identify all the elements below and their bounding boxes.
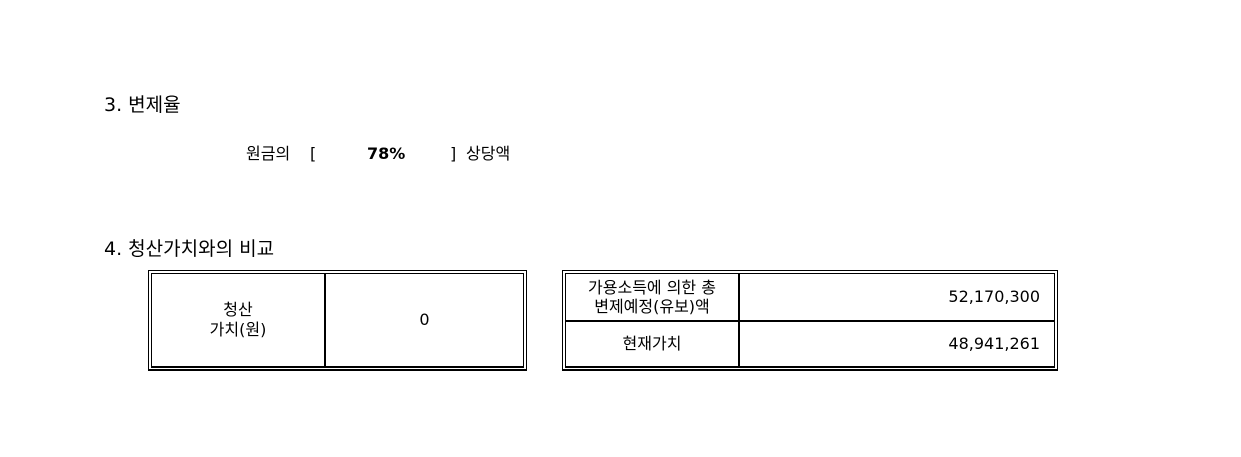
column-divider xyxy=(324,274,326,366)
repayment-comparison-table: 가용소득에 의한 총 변제예정(유보)액 52,170,300 현재가치 48,… xyxy=(562,270,1058,371)
rate-close-bracket: ] xyxy=(450,144,457,163)
row-divider xyxy=(566,320,1054,322)
total-repayment-label-cell: 가용소득에 의한 총 변제예정(유보)액 xyxy=(566,274,738,320)
section-4-heading: 4. 청산가치와의 비교 xyxy=(104,238,275,260)
liquidation-value-label-line2: 가치(원) xyxy=(209,320,267,339)
present-value-cell: 48,941,261 xyxy=(740,322,1054,366)
total-repayment-label-line1: 가용소득에 의한 총 xyxy=(588,278,716,297)
liquidation-value-label-cell: 청산 가치(원) xyxy=(152,274,324,366)
total-repayment-label-line2: 변제예정(유보)액 xyxy=(594,297,710,316)
rate-prefix-text: 원금의 xyxy=(246,144,291,163)
liquidation-value-cell: 0 xyxy=(326,274,523,366)
total-repayment-value-cell: 52,170,300 xyxy=(740,274,1054,320)
present-value: 48,941,261 xyxy=(948,334,1040,353)
liquidation-value: 0 xyxy=(419,310,430,329)
liquidation-value-table: 청산 가치(원) 0 xyxy=(148,270,527,371)
rate-open-bracket: [ xyxy=(310,144,317,163)
section-3-heading: 3. 변제율 xyxy=(104,94,181,116)
present-value-label-cell: 현재가치 xyxy=(566,322,738,366)
repayment-rate-value: 78% xyxy=(367,144,406,163)
rate-suffix-text: 상당액 xyxy=(466,144,511,163)
liquidation-value-label-line1: 청산 xyxy=(223,300,253,319)
total-repayment-value: 52,170,300 xyxy=(948,287,1040,306)
present-value-label: 현재가치 xyxy=(622,334,682,353)
